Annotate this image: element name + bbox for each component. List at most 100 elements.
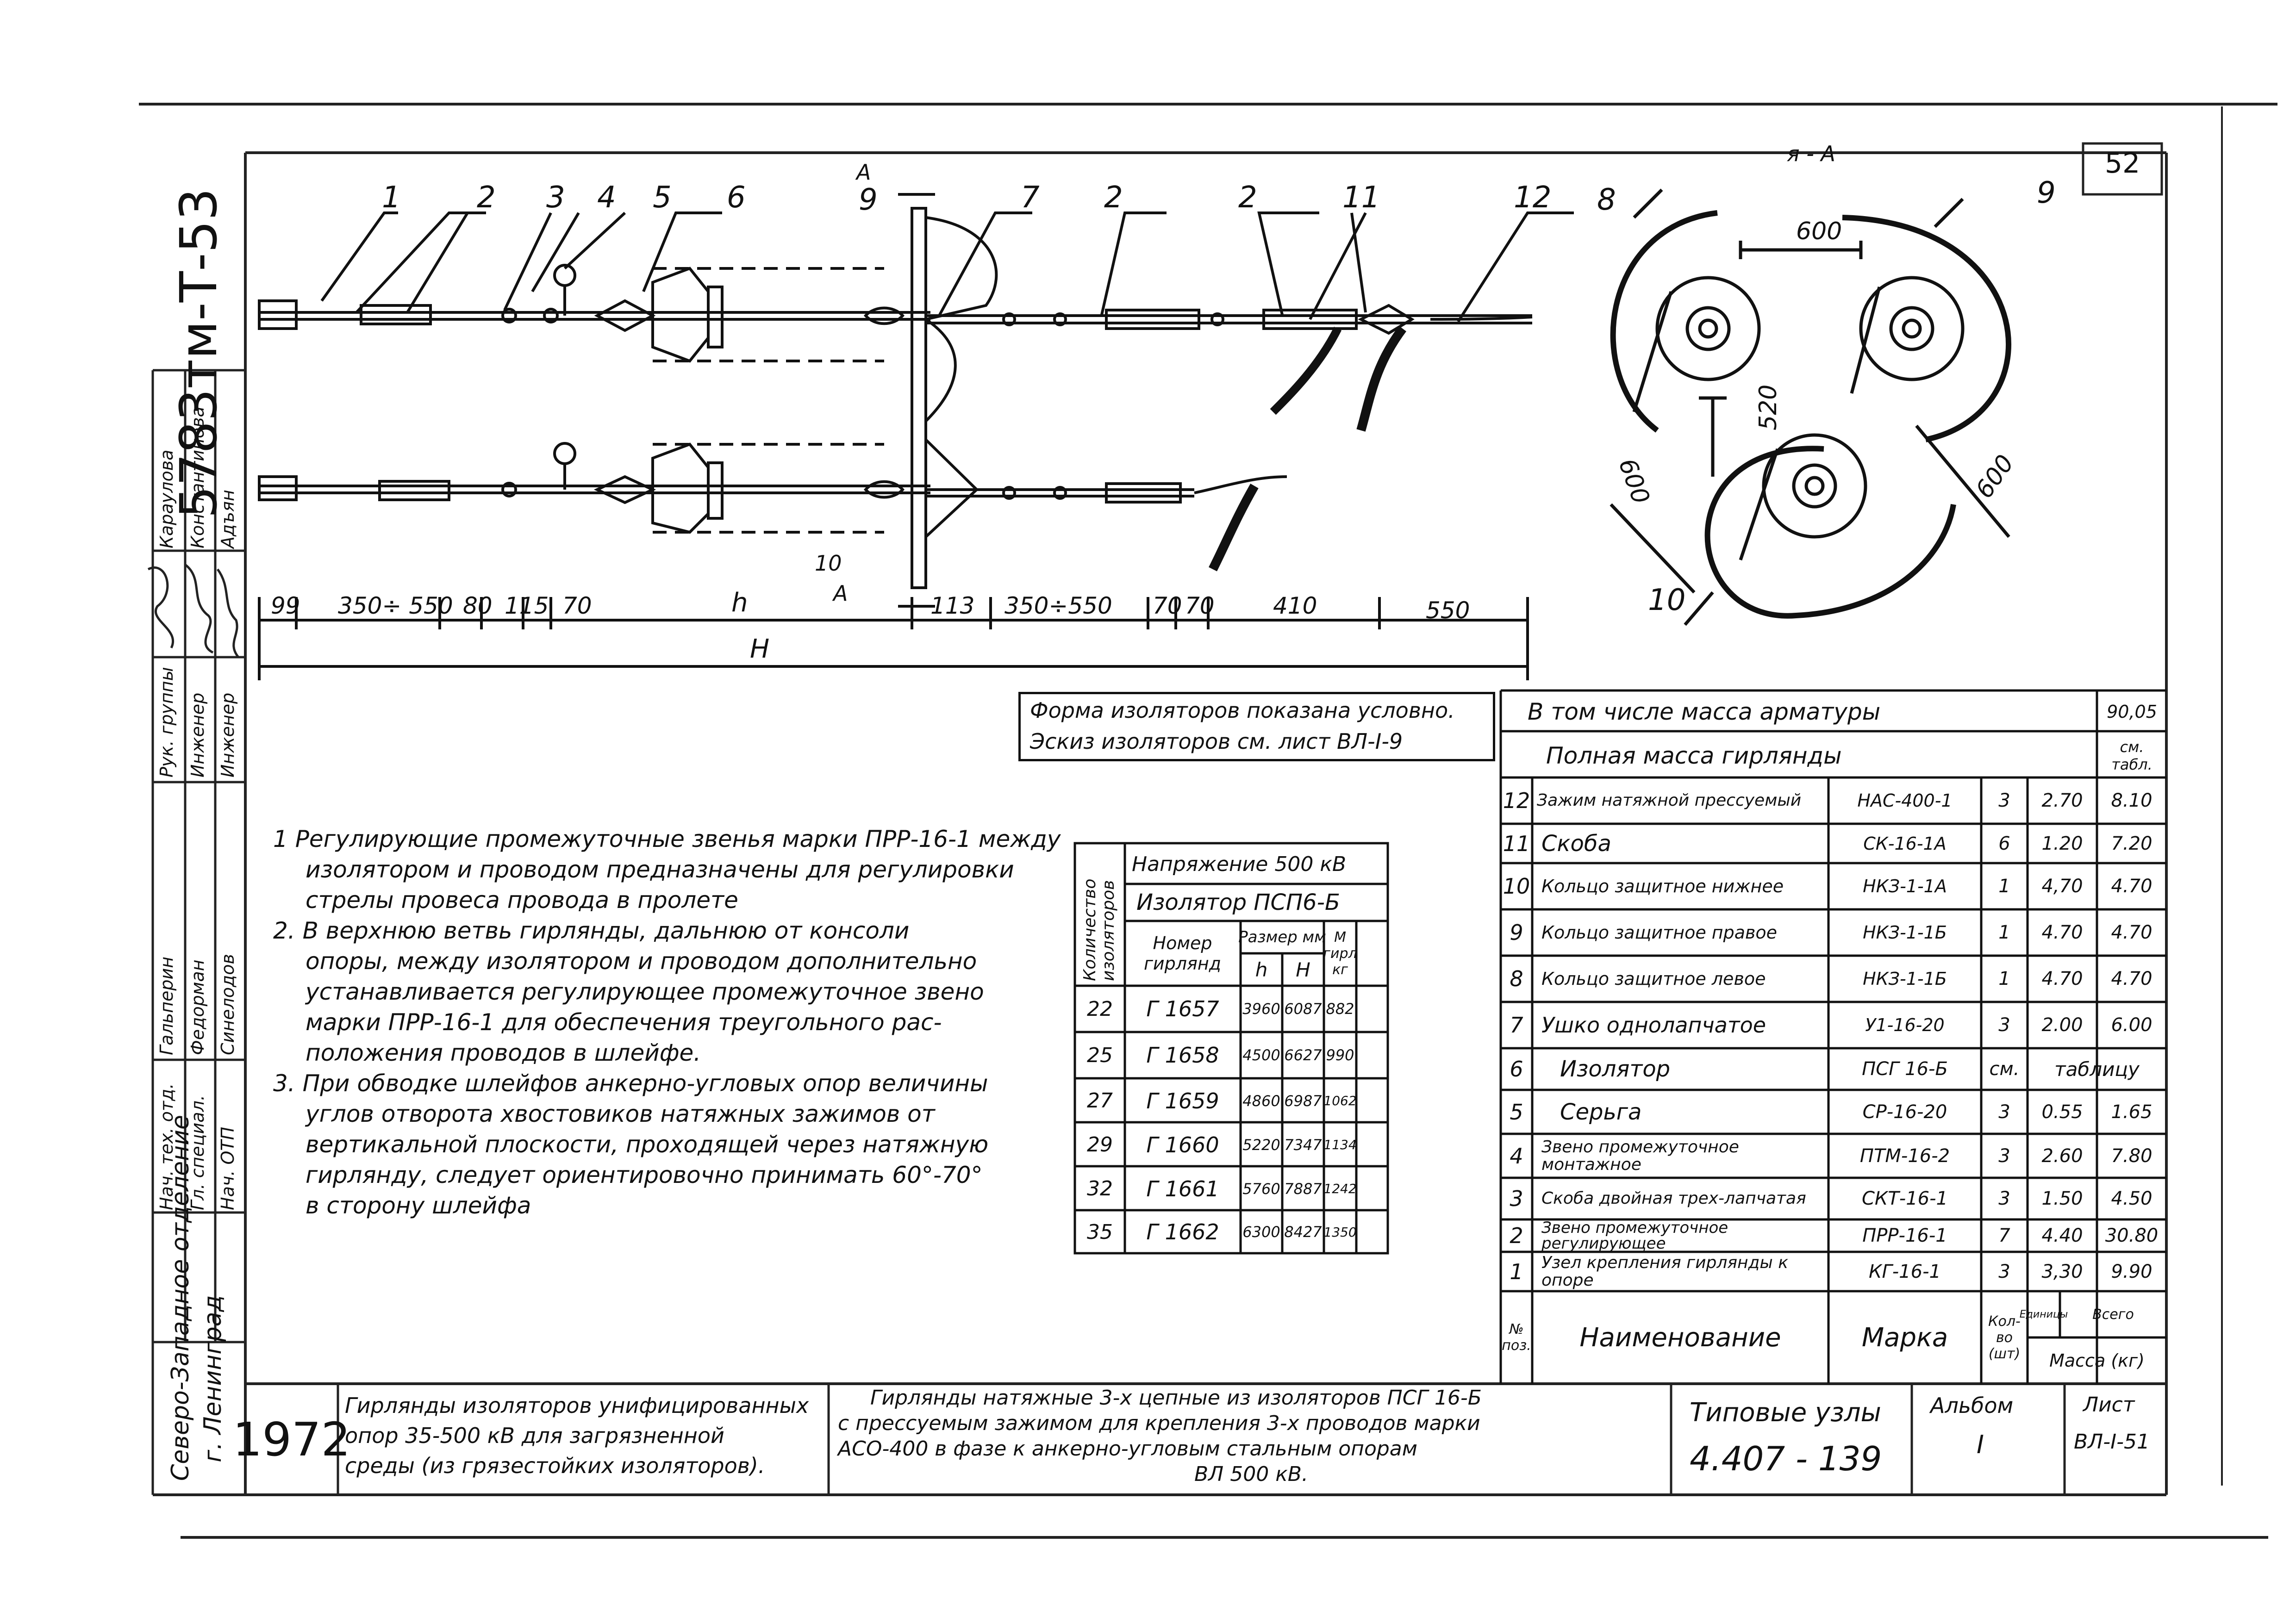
table-number: Г 1659 <box>1146 1088 1219 1113</box>
note-line: 1 Регулирующие промежуточные звенья марк… <box>273 826 1061 852</box>
table-number: Г 1661 <box>1146 1176 1219 1201</box>
table-H: 6087 <box>1284 1000 1322 1018</box>
spec-name: Узел крепления гирлянды к опоре <box>1541 1253 1789 1290</box>
spec-header-qty: Кол-во (шт) <box>1988 1313 2021 1362</box>
stamp-typical-label: Типовые узлы <box>1690 1398 1881 1428</box>
sheet-number: 52 <box>2104 147 2140 180</box>
table-h: 3960 <box>1242 1000 1280 1018</box>
spec-qty: 1 <box>1998 922 2010 943</box>
spec-total: 4.50 <box>2111 1188 2152 1209</box>
spec-unit: 4.70 <box>2041 922 2083 943</box>
spec-qty: 1 <box>1998 876 2010 897</box>
note-line: изолятором и проводом предназначены для … <box>306 856 1014 883</box>
section-title: я - А <box>1787 141 1835 166</box>
spec-unit: 2.60 <box>2041 1145 2083 1167</box>
spec-name: Звено промежуточное регулирующее <box>1541 1219 1728 1253</box>
callout-label: 2 <box>1238 180 1257 215</box>
side-name: Федорман <box>187 959 208 1055</box>
spec-pos: 8 <box>1510 966 1523 991</box>
table-mass: 1350 <box>1323 1224 1357 1240</box>
stamp-sheet-label: Лист <box>2083 1393 2135 1417</box>
spec-pos: 4 <box>1510 1143 1523 1169</box>
dimension-label: 80 <box>463 592 493 619</box>
table-qty: 32 <box>1087 1177 1113 1200</box>
table-header-voltage: Напряжение 500 кВ <box>1132 852 1347 876</box>
spec-pos: 2 <box>1510 1223 1523 1248</box>
spec-unit: 1.20 <box>2041 833 2083 854</box>
spec-qty: 7 <box>1998 1225 2010 1246</box>
dimension-label: 115 <box>505 592 549 619</box>
table-header-insulator: Изолятор ПСП6-Б <box>1136 889 1340 915</box>
spec-name: Изолятор <box>1560 1056 1671 1082</box>
table-qty: 27 <box>1087 1089 1113 1113</box>
table-mass: 1062 <box>1323 1093 1357 1108</box>
side-role: Гл. специал. <box>187 1095 208 1210</box>
spec-unit: 4.70 <box>2041 968 2083 989</box>
table-qty: 22 <box>1087 997 1113 1021</box>
spec-unit: 4.40 <box>2041 1225 2083 1246</box>
spec-name: Серьга <box>1560 1099 1642 1125</box>
table-header-h: h <box>1255 958 1268 981</box>
spec-pos: 6 <box>1510 1057 1523 1082</box>
note-line: устанавливается регулирующее промежуточн… <box>306 978 984 1005</box>
stamp-title-left-line: среды (из грязестойких изоляторов). <box>345 1453 765 1478</box>
stamp-album-value: I <box>1977 1430 1984 1459</box>
stamp-title-center-line: ВЛ 500 кВ. <box>1194 1462 1308 1486</box>
spec-name: Скоба <box>1541 830 1611 857</box>
mass-fittings-value: 90,05 <box>2107 701 2157 722</box>
spec-total: 7.20 <box>2111 833 2152 854</box>
stamp-title-left-line: опор 35-500 кВ для загрязненной <box>345 1423 724 1448</box>
table-number: Г 1660 <box>1146 1132 1219 1157</box>
spec-header-mark: Марка <box>1861 1322 1948 1353</box>
spec-mark: СКТ-16-1 <box>1862 1188 1948 1209</box>
spec-header-total: Всего <box>2092 1306 2134 1323</box>
spec-unit: 4,70 <box>2041 876 2083 897</box>
spec-total: 6.00 <box>2111 1014 2152 1036</box>
spec-header-unit: Единицы <box>2019 1308 2068 1320</box>
callout-label: 8 <box>1597 183 1616 217</box>
table-mass: 990 <box>1326 1046 1354 1064</box>
dimension-label: 70 <box>1185 592 1215 619</box>
callout-label: 10 <box>815 551 842 576</box>
side-name: Гальперин <box>156 956 177 1055</box>
spec-mark: ПТМ-16-2 <box>1859 1145 1950 1167</box>
spec-pos: 12 <box>1503 788 1530 813</box>
mass-fittings-label: В том числе масса арматуры <box>1528 698 1881 725</box>
spec-mark: НКЗ-1-1Б <box>1863 922 1947 943</box>
callout-label: 1 <box>382 180 401 215</box>
table-header-qty: Количество изоляторов <box>1080 878 1118 981</box>
stamp-title-left-line: Гирлянды изоляторов унифицированных <box>345 1393 809 1418</box>
insulator-note-line: Форма изоляторов показана условно. <box>1030 698 1455 723</box>
callout-label: 5 <box>653 180 672 215</box>
table-header-number: Номер гирлянд <box>1143 933 1222 974</box>
side-name: Константинова <box>187 406 208 548</box>
spec-qty: см. <box>1989 1058 2020 1080</box>
note-line: стрелы провеса провода в пролете <box>306 887 738 914</box>
spec-table-grid <box>1499 689 2166 1384</box>
spec-header-mass: Масса (кг) <box>2049 1350 2145 1371</box>
table-number: Г 1662 <box>1146 1219 1219 1244</box>
mass-total-label: Полная масса гирлянды <box>1546 742 1842 769</box>
spec-mark: СК-16-1А <box>1863 833 1947 854</box>
note-line: 2. В верхнюю ветвь гирлянды, дальнюю от … <box>273 917 910 944</box>
spec-unit: 3,30 <box>2041 1261 2083 1282</box>
side-name: Синелодов <box>218 954 238 1055</box>
stamp-title-center-line: Гирлянды натяжные 3-х цепные из изолятор… <box>870 1386 1482 1410</box>
spec-pos: 3 <box>1510 1186 1523 1211</box>
table-qty: 29 <box>1087 1133 1113 1157</box>
callout-label: 12 <box>1514 180 1552 215</box>
spec-qty: 3 <box>1998 1145 2010 1167</box>
table-h: 5760 <box>1242 1180 1280 1198</box>
callout-label: 2 <box>1104 180 1123 215</box>
side-role: Инженер <box>218 692 238 777</box>
spec-mark: ПРР-16-1 <box>1862 1225 1947 1246</box>
stamp-title-center-line: АСО-400 в фазе к анкерно-угловым стальны… <box>838 1437 1417 1461</box>
spec-name: Звено промежуточное монтажное <box>1541 1137 1739 1174</box>
table-qty: 35 <box>1087 1220 1113 1244</box>
spec-qty: 3 <box>1998 790 2010 811</box>
spec-pos: 10 <box>1503 874 1530 899</box>
insulator-note-box: Форма изоляторов показана условно. Эскиз… <box>1018 692 1495 761</box>
note-line: марки ПРР-16-1 для обеспечения треугольн… <box>306 1009 942 1036</box>
note-line: углов отворота хвостовиков натяжных зажи… <box>306 1101 935 1127</box>
